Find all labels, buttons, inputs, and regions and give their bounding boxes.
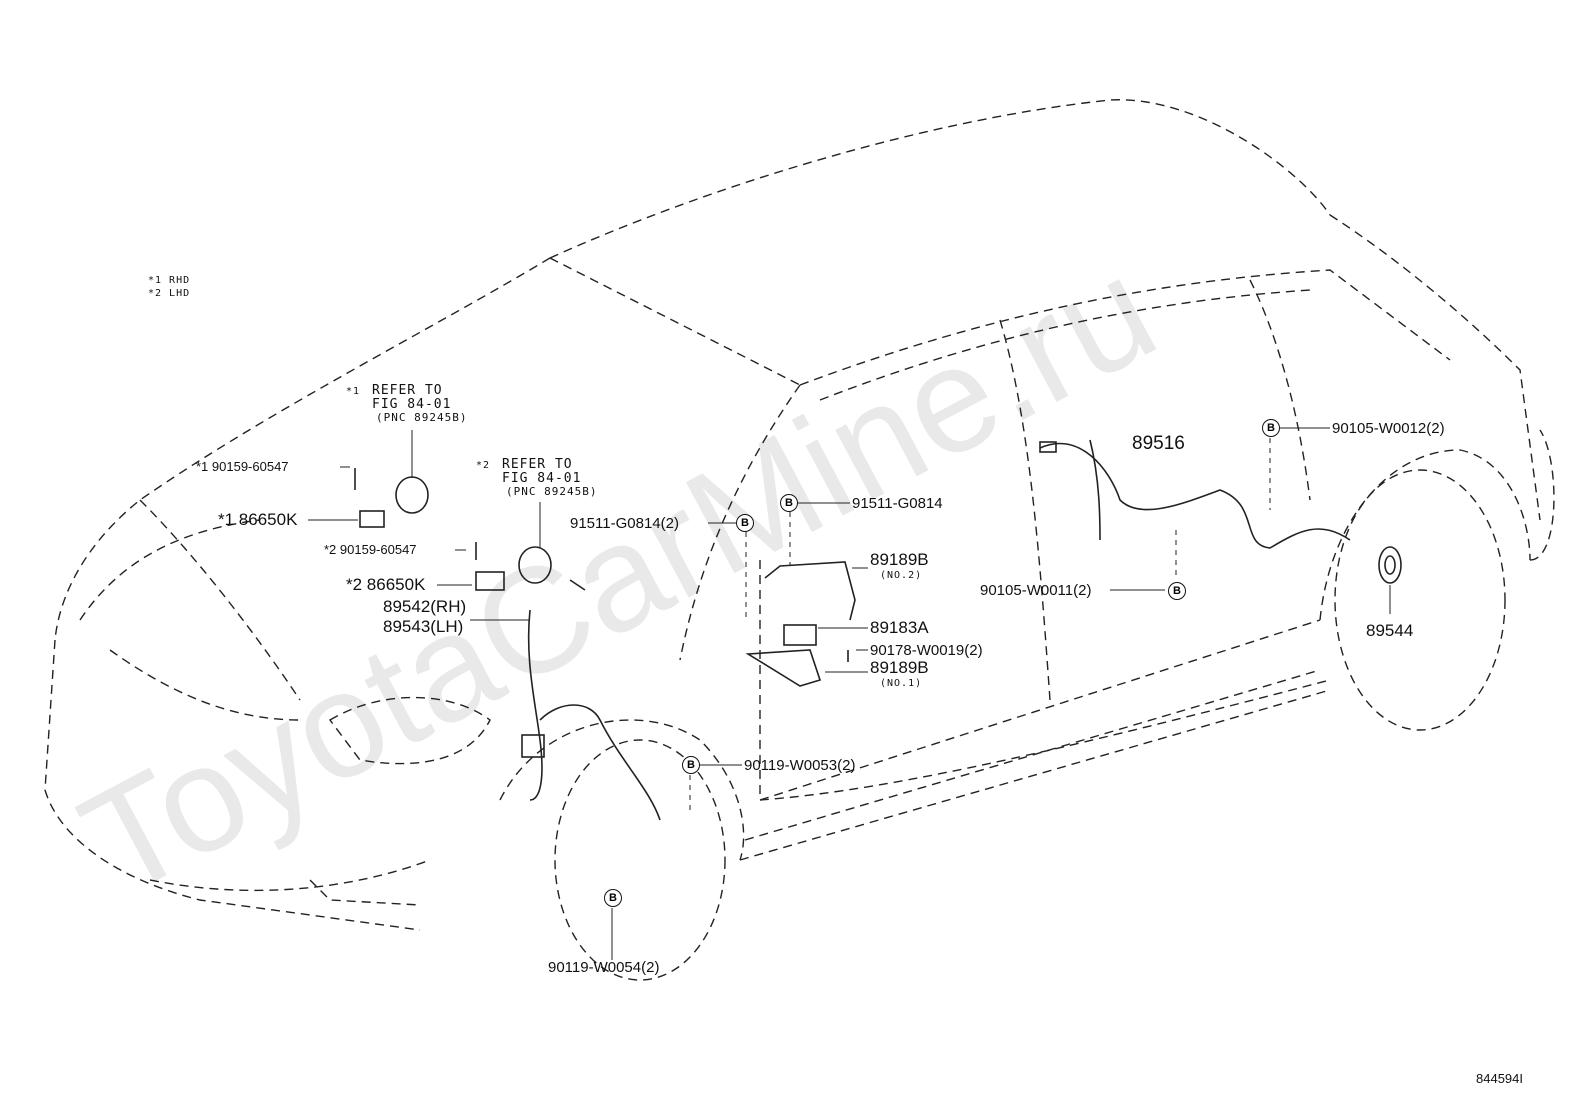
label-91511-G0814: 91511-G0814 (852, 495, 943, 512)
label-89183A: 89183A (870, 618, 929, 637)
refer-2-line1: REFER TO (502, 457, 573, 472)
label-89516: 89516 (1132, 433, 1185, 454)
refer-note-1: *1 REFER TO FIG 84-01 (PNC 89245B) (346, 384, 466, 423)
refer-2-mark: *2 (476, 460, 491, 471)
label-91511-G0814-2: 91511-G0814(2) (570, 515, 679, 532)
label-89544: 89544 (1366, 621, 1414, 640)
label-86650K-lhd: *2 86650K (346, 575, 426, 594)
refer-1-line3: (PNC 89245B) (376, 411, 468, 424)
label-89543-lh: 89543(LH) (383, 617, 464, 636)
label-89542-rh: 89542(RH) (383, 597, 467, 616)
label-90105-W0011: 90105-W0011(2) (980, 582, 1092, 599)
refer-1-mark: *1 (346, 386, 361, 397)
label-no2: (NO.2) (880, 570, 923, 581)
refer-2-line3: (PNC 89245B) (506, 485, 598, 498)
figure-id: 844594I (1476, 1071, 1523, 1086)
refer-note-2: *2 REFER TO FIG 84-01 (PNC 89245B) (476, 458, 596, 497)
car-body-outline (44, 99, 1555, 981)
bolt-marker: B (682, 756, 700, 774)
leader-lines (308, 427, 1391, 960)
label-no1: (NO.1) (880, 678, 923, 689)
label-90178-W0019: 90178-W0019(2) (870, 642, 983, 659)
refer-1-line1: REFER TO (372, 383, 443, 398)
bolt-marker: B (780, 494, 798, 512)
label-90159-60547-rhd: *1 90159-60547 (196, 459, 289, 474)
bolt-marker: B (1168, 582, 1186, 600)
bolt-marker: B (1262, 419, 1280, 437)
label-89189B-no1: 89189B (870, 658, 929, 677)
legend-lhd: *2 LHD (148, 288, 191, 299)
label-89189B-no2: 89189B (870, 550, 929, 569)
leader-dashed (689, 438, 1271, 810)
refer-1-line2: FIG 84-01 (372, 397, 452, 412)
label-90105-W0012: 90105-W0012(2) (1332, 420, 1445, 437)
label-90119-W0054: 90119-W0054(2) (548, 959, 660, 976)
label-90159-60547-lhd: *2 90159-60547 (324, 542, 417, 557)
bolt-marker: B (736, 514, 754, 532)
bolt-marker: B (604, 889, 622, 907)
label-90119-W0053: 90119-W0053(2) (744, 757, 856, 774)
refer-2-line2: FIG 84-01 (502, 471, 582, 486)
legend-rhd: *1 RHD (148, 275, 191, 286)
label-86650K-rhd: *1 86650K (218, 510, 298, 529)
